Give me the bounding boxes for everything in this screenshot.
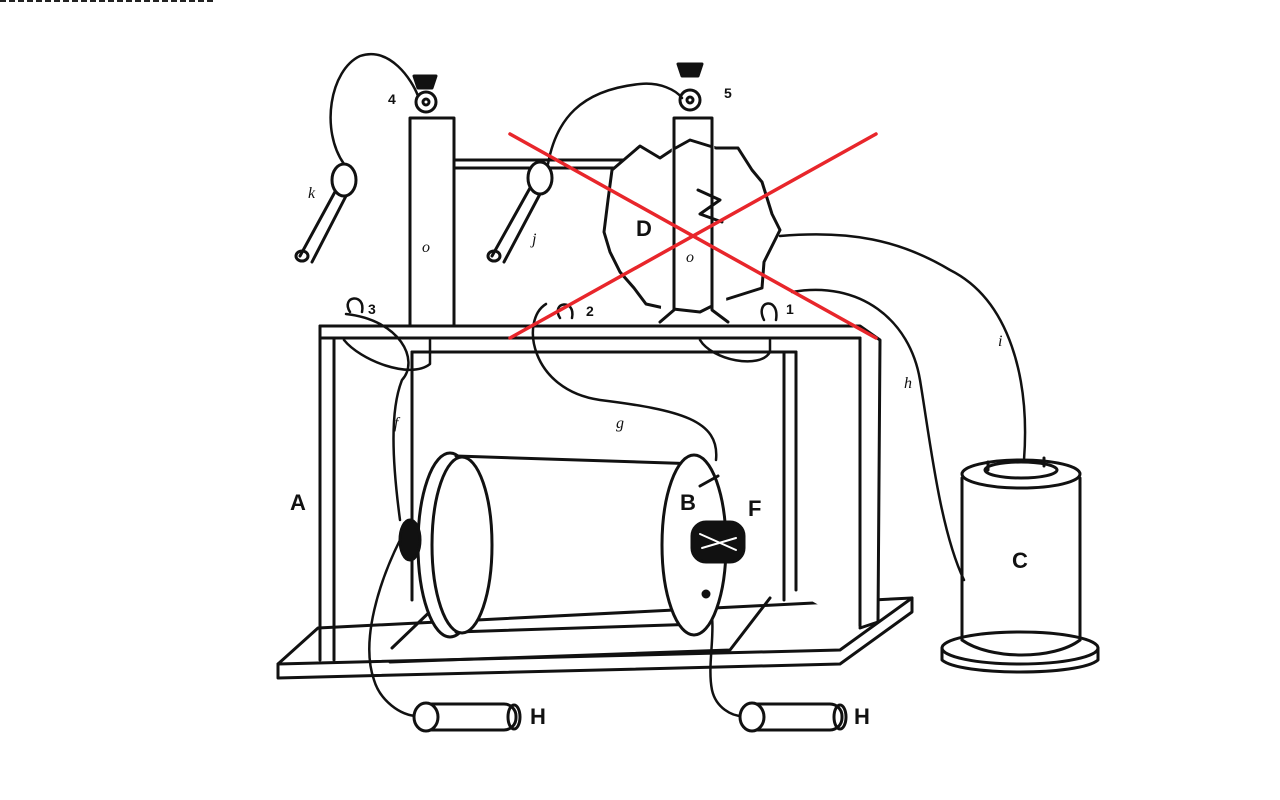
induction-coil bbox=[398, 451, 746, 639]
wires bbox=[329, 53, 1027, 718]
label-g: g bbox=[616, 415, 624, 432]
label-k: k bbox=[308, 185, 316, 202]
electrodes bbox=[412, 701, 848, 733]
label-F: F bbox=[748, 496, 762, 521]
leyden-jar bbox=[940, 456, 1100, 674]
label-A: A bbox=[290, 490, 306, 515]
cross-line-2 bbox=[508, 132, 878, 340]
label-o-left: o bbox=[422, 239, 430, 256]
label-B: B bbox=[680, 490, 696, 515]
base-board bbox=[276, 596, 914, 680]
label-i: i bbox=[998, 333, 1003, 350]
left-pillar bbox=[408, 74, 674, 328]
label-H-left: H bbox=[530, 704, 546, 729]
right-pillar bbox=[602, 62, 782, 324]
discharger-handles bbox=[294, 160, 554, 264]
label-o-right: o bbox=[686, 249, 694, 266]
label-f: f bbox=[394, 415, 399, 432]
label-H-right: H bbox=[854, 704, 870, 729]
label-j: j bbox=[532, 231, 537, 248]
red-cross-out bbox=[508, 132, 878, 340]
label-C: C bbox=[1012, 548, 1028, 573]
label-1: 1 bbox=[786, 301, 794, 317]
label-2: 2 bbox=[586, 303, 594, 319]
label-h: h bbox=[904, 375, 912, 392]
label-D: D bbox=[636, 216, 652, 241]
label-4: 4 bbox=[388, 91, 396, 107]
top-rule bbox=[0, 0, 216, 2]
label-3: 3 bbox=[368, 301, 376, 317]
binding-posts bbox=[342, 297, 778, 372]
label-5: 5 bbox=[724, 85, 732, 101]
